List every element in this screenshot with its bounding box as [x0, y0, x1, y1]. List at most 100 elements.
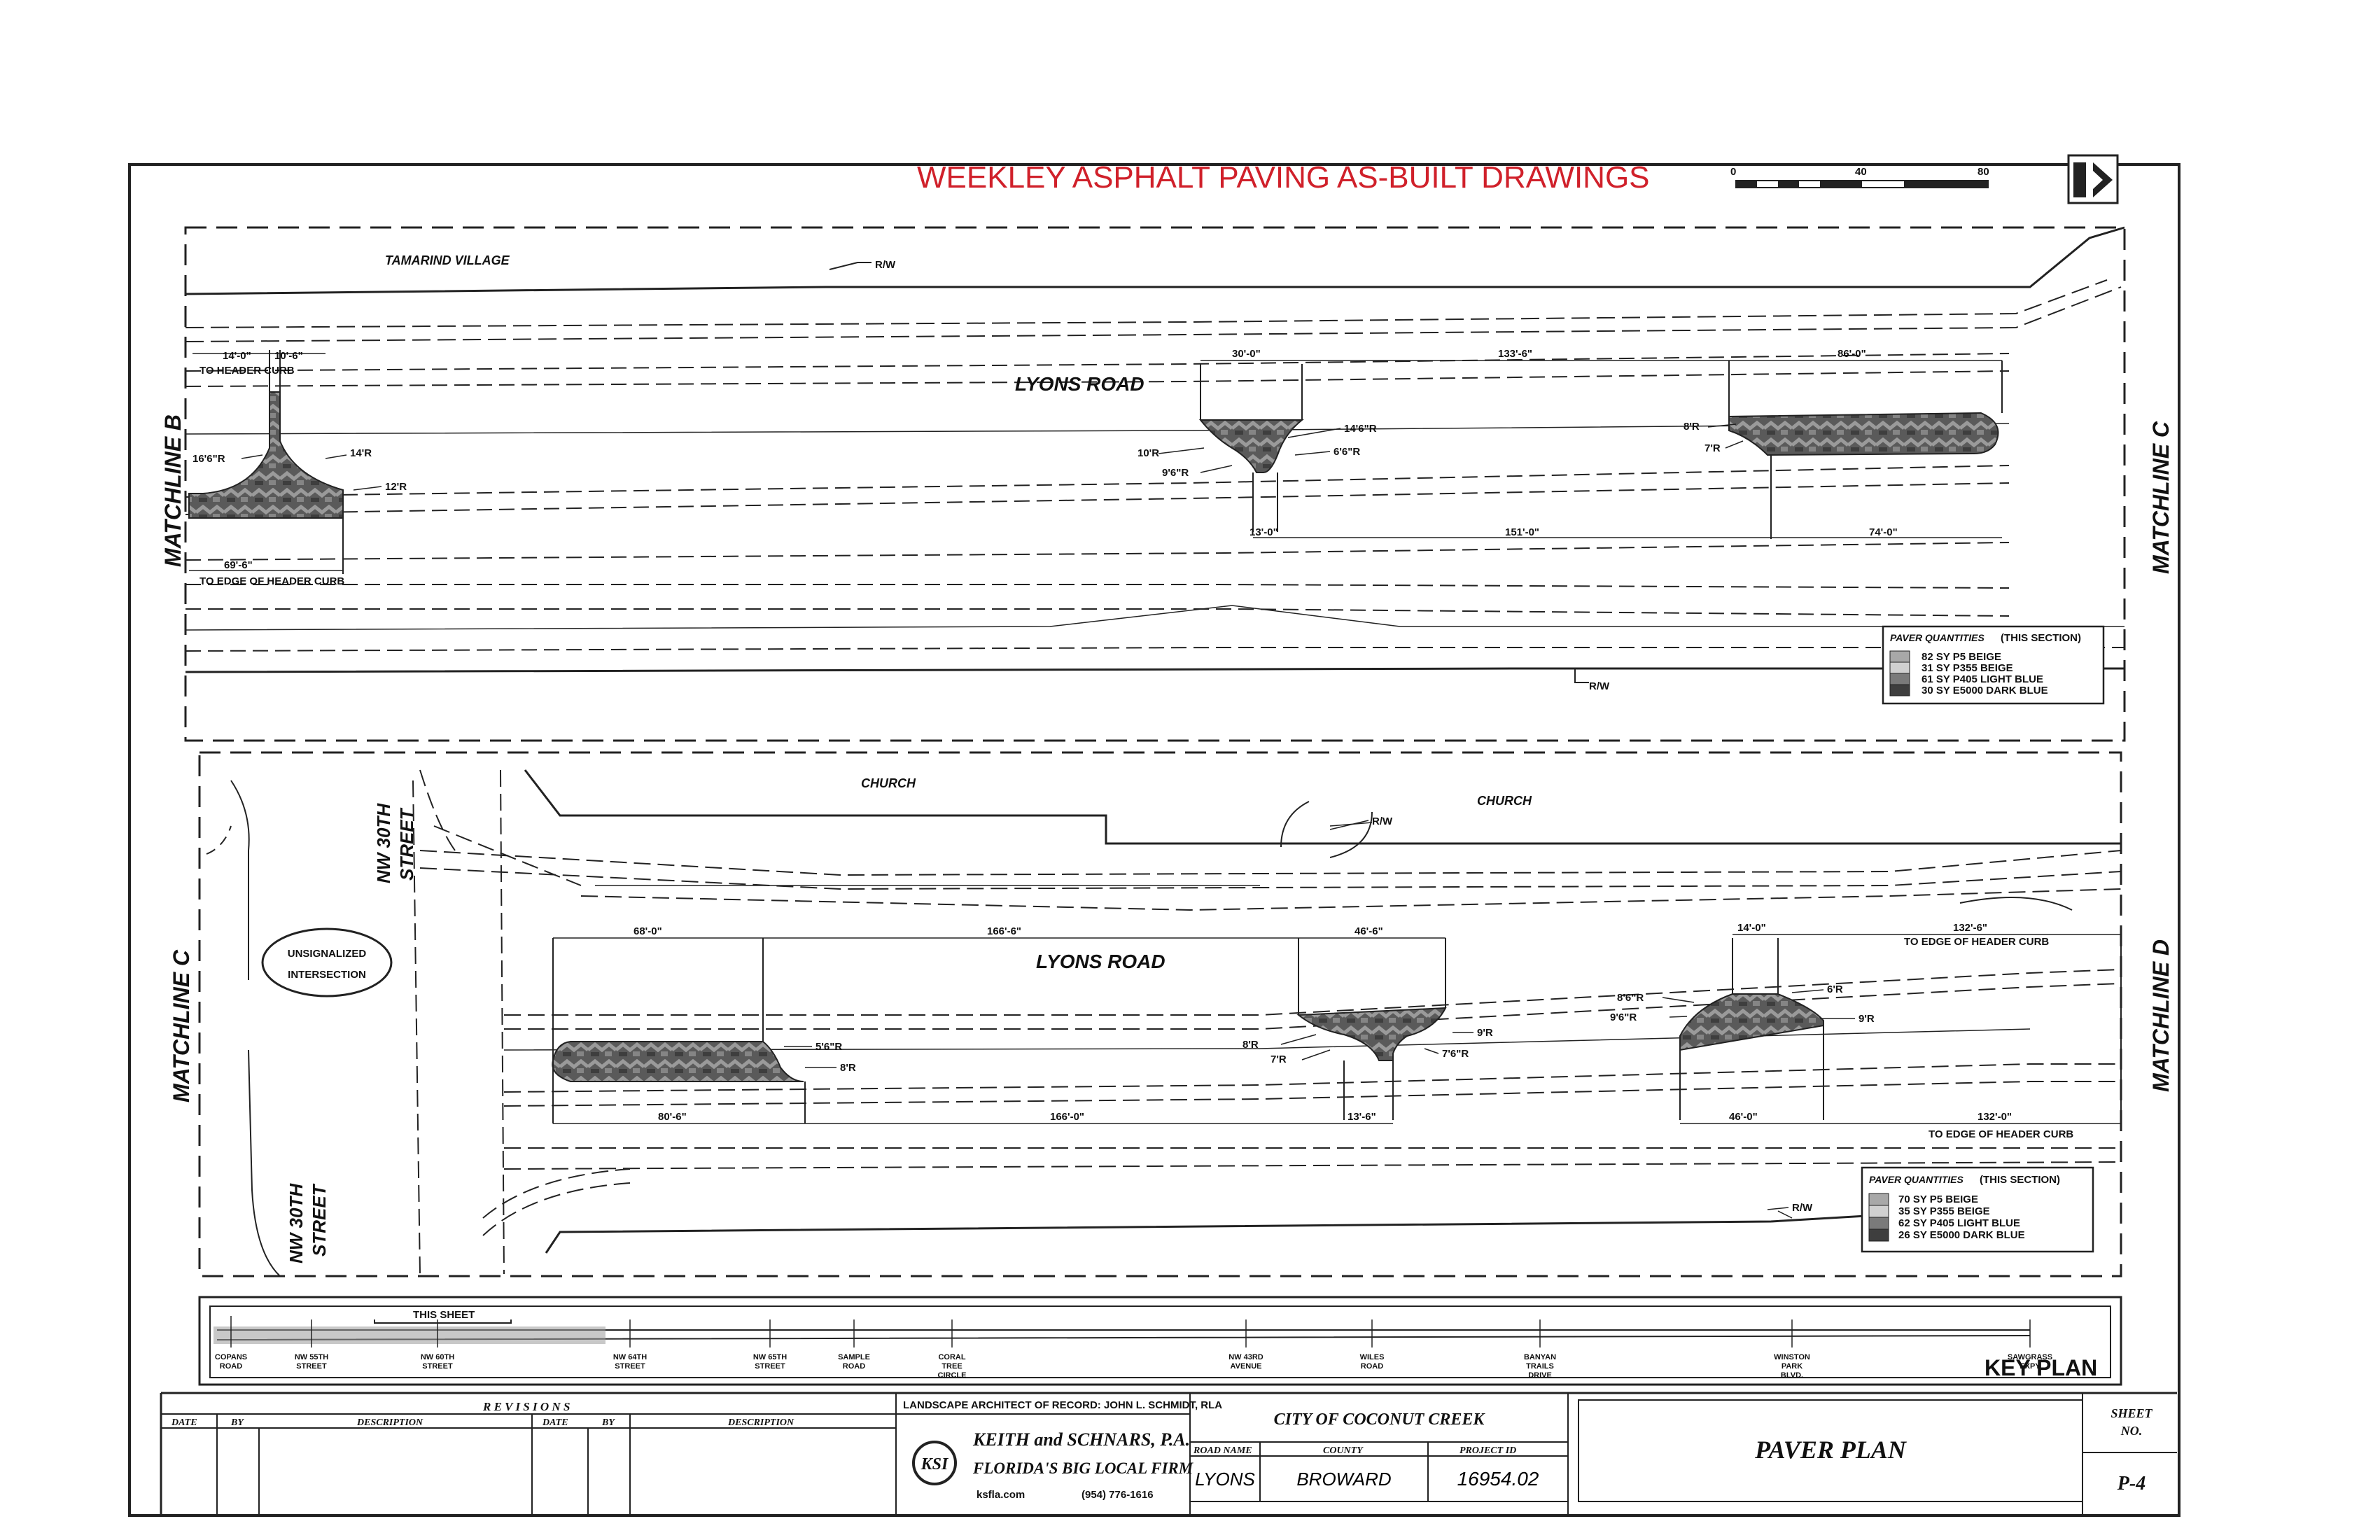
key-plan-street-label: EXPY: [2019, 1362, 2040, 1371]
key-plan-street-label: STREET: [422, 1362, 453, 1371]
scale-tick-40: 40: [1855, 166, 1867, 178]
qty-top-2: 31 SY P355 BEIGE: [1921, 662, 2013, 674]
key-plan-street-label: COPANS: [215, 1353, 247, 1362]
bottom-section: 68'-0" 166'-6" 46'-6" 14'-0" 132'-6" TO …: [169, 751, 2174, 1278]
dim-top-7: 14'-0": [223, 350, 251, 362]
sheet-number: P-4: [2117, 1473, 2146, 1494]
paver-quantities-bottom: PAVER QUANTITIES (THIS SECTION) 70 SY P5…: [1861, 1166, 2094, 1253]
key-plan-street-label: PARK: [1782, 1362, 1802, 1371]
scale-bar: 0 40 80: [1730, 166, 1989, 188]
radius-bot-9: 6'R: [1827, 983, 1843, 995]
street-label-1a: NW 30TH: [373, 803, 394, 883]
dim-bot-11: 132'-0": [1977, 1111, 2012, 1123]
key-plan-street-label: ROAD: [843, 1362, 865, 1371]
project-id-value: 16954.02: [1457, 1468, 1539, 1490]
radius-top-7: 9'6"R: [1162, 467, 1189, 479]
dim-bot-6: TO EDGE OF HEADER CURB: [1904, 936, 2049, 948]
key-plan-street-label: NW 65TH: [753, 1353, 787, 1362]
road-name-value: LYONS: [1195, 1469, 1255, 1490]
radius-top-4: 10'R: [1138, 447, 1159, 459]
road-name-top: LYONS ROAD: [1015, 373, 1144, 395]
key-plan-street-label: WILES: [1360, 1353, 1385, 1362]
radius-top-1: 16'6"R: [192, 453, 225, 465]
dim-bot-10: 46'-0": [1729, 1111, 1758, 1123]
key-plan-street-label: SAMPLE: [838, 1353, 870, 1362]
firm-logo-icon: KSI: [912, 1441, 957, 1485]
dim-top-1: 30'-0": [1232, 348, 1261, 360]
matchline-c-bottom: MATCHLINE C: [169, 949, 194, 1102]
key-plan-street-label: SAWGRASS: [2008, 1353, 2052, 1362]
paver-area-right: [1728, 412, 1999, 456]
firm-name: KEITH and SCHNARS, P.A.: [972, 1429, 1190, 1450]
street-label-2a: NW 30TH: [286, 1183, 307, 1264]
qty-top-3: 61 SY P405 LIGHT BLUE: [1921, 673, 2043, 685]
key-plan-title: KEY PLAN: [1984, 1355, 2097, 1380]
rev-col-by-1: BY: [230, 1418, 244, 1428]
county-label: COUNTY: [1323, 1446, 1364, 1456]
dim-bot-12: TO EDGE OF HEADER CURB: [1928, 1128, 2073, 1140]
key-plan-street-label: WINSTON: [1774, 1353, 1810, 1362]
paver-area-bottom-mid: [1296, 1007, 1447, 1061]
rev-col-date-2: DATE: [542, 1418, 568, 1428]
rw-label-bot-1: R/W: [1372, 816, 1393, 827]
road-name-bottom: LYONS ROAD: [1036, 951, 1166, 972]
sheet-no-label-1: SHEET: [2110, 1406, 2152, 1420]
rw-label-top-1: R/W: [875, 259, 896, 271]
key-plan-street-label: NW 60TH: [421, 1353, 454, 1362]
scale-tick-0: 0: [1730, 166, 1736, 178]
key-plan-street-label: ROAD: [220, 1362, 242, 1371]
key-plan-street-label: TRAILS: [1526, 1362, 1554, 1371]
key-plan-street-label: STREET: [296, 1362, 327, 1371]
key-plan-street-label: CORAL: [938, 1353, 965, 1362]
church-label-2: CHURCH: [1477, 794, 1532, 808]
dim-top-2: 133'-6": [1498, 348, 1532, 360]
paver-area-bottom-left: [552, 1041, 804, 1082]
key-plan-street-label: TREE: [941, 1362, 962, 1371]
road-name-label: ROAD NAME: [1193, 1446, 1252, 1456]
firm-note: LANDSCAPE ARCHITECT OF RECORD: JOHN L. S…: [903, 1399, 1222, 1411]
qty-top-4: 30 SY E5000 DARK BLUE: [1921, 685, 2048, 696]
dim-top-4: 13'-0": [1250, 526, 1278, 538]
dim-bot-9: 13'-6": [1348, 1111, 1376, 1123]
dim-top-3: 86'-0": [1837, 348, 1866, 360]
dim-top-10: 69'-6": [224, 559, 253, 571]
dim-top-8: 10'-6": [274, 350, 303, 362]
rw-label-top-2: R/W: [1589, 680, 1610, 692]
key-plan-street-label: ROAD: [1361, 1362, 1383, 1371]
radius-bot-1: 5'6"R: [816, 1041, 842, 1053]
key-plan-street-label: NW 55TH: [295, 1353, 328, 1362]
dim-bot-8: 166'-0": [1050, 1111, 1084, 1123]
intersection-line-1: UNSIGNALIZED: [288, 948, 367, 960]
firm-logo-text: KSI: [920, 1455, 949, 1474]
dim-top-11: TO EDGE OF HEADER CURB: [200, 575, 344, 587]
qty-bot-3: 62 SY P405 LIGHT BLUE: [1898, 1217, 2020, 1229]
dim-bot-5: 132'-6": [1953, 922, 1987, 934]
intersection-line-2: INTERSECTION: [288, 969, 366, 981]
radius-bot-6: 7'6"R: [1442, 1048, 1469, 1060]
sheet-border: [128, 163, 2180, 1517]
key-plan-street-label: STREET: [615, 1362, 645, 1371]
qty-top-1: 82 SY P5 BEIGE: [1921, 651, 2001, 663]
street-label-1b: STREET: [396, 807, 417, 881]
title-block: R E V I S I O N S DATE BY DESCRIPTION DA…: [160, 1392, 2177, 1516]
quantities-header-top: PAVER QUANTITIES: [1890, 632, 1984, 643]
rev-col-date-1: DATE: [171, 1418, 197, 1428]
revisions-header: R E V I S I O N S: [482, 1400, 570, 1413]
key-plan-street-label: BANYAN: [1524, 1353, 1556, 1362]
this-sheet-label: THIS SHEET: [413, 1309, 475, 1321]
key-plan-street-label: NW 43RD: [1228, 1353, 1264, 1362]
north-neighbor-label: TAMARIND VILLAGE: [385, 253, 510, 267]
dim-top-5: 151'-0": [1505, 526, 1539, 538]
client-name: CITY OF COCONUT CREEK: [1274, 1410, 1486, 1429]
quantities-header-bottom: PAVER QUANTITIES: [1869, 1174, 1963, 1185]
rev-col-desc-2: DESCRIPTION: [727, 1418, 794, 1428]
project-id-label: PROJECT ID: [1460, 1446, 1516, 1456]
key-plan-street-label: AVENUE: [1230, 1362, 1261, 1371]
scale-tick-80: 80: [1977, 166, 1989, 178]
key-plan-street-label: NW 64TH: [613, 1353, 647, 1362]
radius-bot-10: 9'R: [1858, 1013, 1875, 1025]
radius-top-2: 14'R: [350, 447, 372, 459]
qty-bot-1: 70 SY P5 BEIGE: [1898, 1194, 1978, 1205]
